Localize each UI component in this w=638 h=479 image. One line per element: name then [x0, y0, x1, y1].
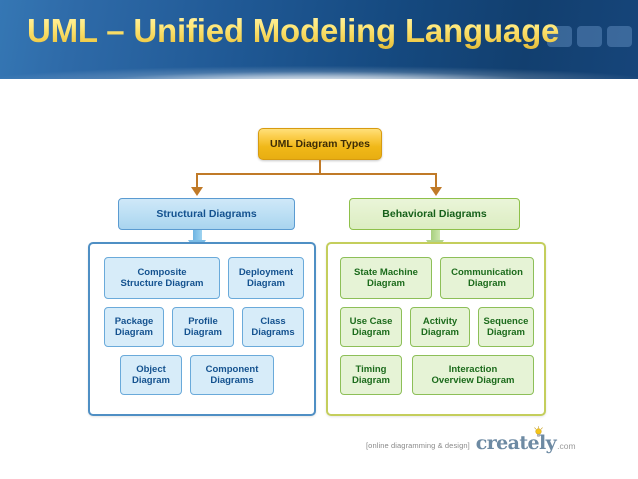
- header-decorative-squares: [547, 26, 632, 47]
- node-uml-diagram-types[interactable]: UML Diagram Types: [258, 128, 382, 160]
- arrow-shaft: [431, 230, 440, 240]
- creately-wordmark: creately: [475, 432, 557, 454]
- decorative-square: [607, 26, 632, 47]
- footer-branding: [online diagramming & design] creately .…: [366, 426, 576, 454]
- creately-domain-suffix: .com: [557, 441, 576, 451]
- connector-branch-right: [435, 173, 437, 188]
- node-behavioral-diagrams[interactable]: Behavioral Diagrams: [349, 198, 520, 230]
- arrowhead-right-icon: [430, 187, 442, 196]
- connector-branch-left: [196, 173, 198, 188]
- arrow-shaft: [193, 230, 202, 240]
- connector-horizontal-bus: [197, 173, 437, 175]
- arrowhead-left-icon: [191, 187, 203, 196]
- lightbulb-icon: [533, 425, 544, 437]
- decorative-square: [547, 26, 572, 47]
- banner-glow: [0, 65, 638, 79]
- creately-logo[interactable]: creately .com: [475, 426, 576, 454]
- connector-root-stem: [319, 160, 321, 174]
- diagram-canvas: UML Diagram Types Structural Diagrams Be…: [0, 79, 638, 479]
- decorative-square: [577, 26, 602, 47]
- node-structural-diagrams[interactable]: Structural Diagrams: [118, 198, 295, 230]
- footer-tagline: [online diagramming & design]: [366, 441, 470, 450]
- page-title: UML – Unified Modeling Language: [27, 12, 560, 49]
- header-banner: UML – Unified Modeling Language: [0, 0, 638, 79]
